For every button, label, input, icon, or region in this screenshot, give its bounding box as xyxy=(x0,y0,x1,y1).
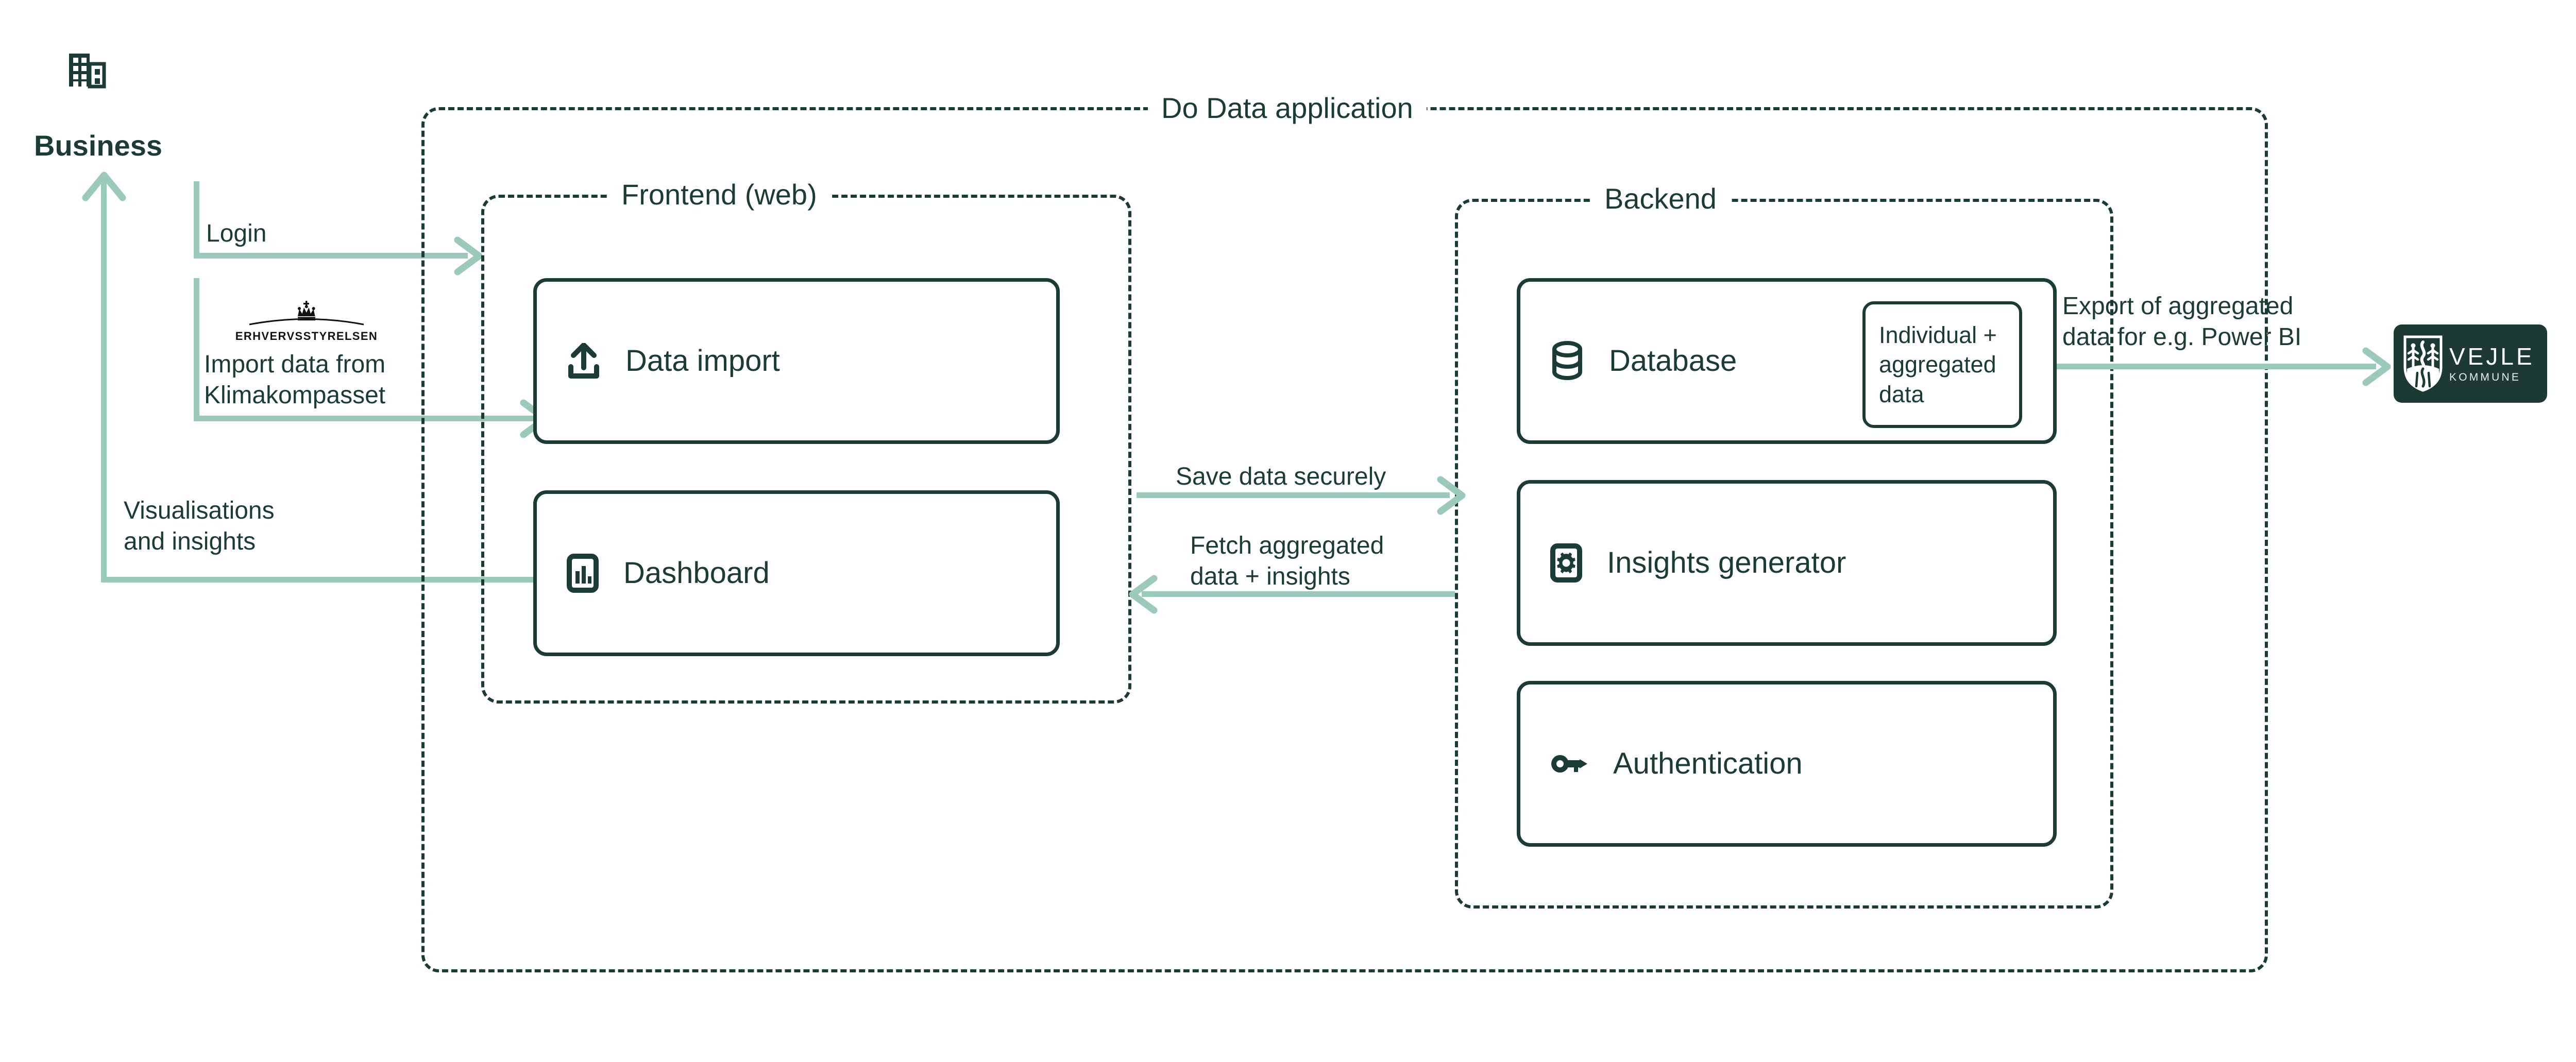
kommune-wordmark: KOMMUNE xyxy=(2449,371,2521,383)
component-label-database: Database xyxy=(1609,344,1737,378)
edge-label-login: Login xyxy=(206,220,267,247)
edge-import-horizontal xyxy=(194,416,534,421)
key-icon xyxy=(1550,752,1588,776)
edge-fetch-line xyxy=(1142,591,1455,597)
edge-login-arrowhead xyxy=(452,236,485,276)
component-label-authentication: Authentication xyxy=(1613,747,1803,781)
edge-label-export: Export of aggregated data for e.g. Power… xyxy=(2062,293,2302,351)
database-icon xyxy=(1550,341,1584,381)
component-data-import[interactable]: Data import xyxy=(533,278,1060,444)
backend-group-title: Backend xyxy=(1591,184,1730,213)
component-label-insights-generator: Insights generator xyxy=(1607,546,1846,580)
edge-export-arrowhead xyxy=(2361,347,2394,386)
vejle-wordmark: VEJLE xyxy=(2449,343,2535,370)
edge-visualisations-horizontal xyxy=(101,577,542,583)
edge-login-vertical xyxy=(194,181,199,259)
frontend-group-title: Frontend (web) xyxy=(608,180,831,209)
component-label-data-import: Data import xyxy=(625,344,780,378)
danish-crown-icon xyxy=(249,301,364,326)
edge-visualisations-vertical xyxy=(101,180,107,580)
component-dashboard[interactable]: Dashboard xyxy=(533,490,1060,656)
bar-chart-icon xyxy=(567,554,599,593)
database-badge-label: Individual + aggregated data xyxy=(1879,321,1997,407)
do-data-application-title: Do Data application xyxy=(1148,94,1427,123)
office-building-icon xyxy=(67,50,106,92)
edge-fetch-arrowhead xyxy=(1126,575,1159,614)
database-badge: Individual + aggregated data xyxy=(1862,301,2022,428)
erhvervsstyrelsen-wordmark: ERHVERVSSTYRELSEN xyxy=(235,330,378,342)
edge-visualisations-arrowhead xyxy=(82,171,126,204)
edge-label-import: Import data from Klimakompasset xyxy=(204,351,386,409)
backend-group-frame xyxy=(1455,199,2113,909)
component-database[interactable]: Database Individual + aggregated data xyxy=(1517,278,2057,444)
edge-label-fetch: Fetch aggregated data + insights xyxy=(1190,532,1384,591)
edge-label-visualisations: Visualisations and insights xyxy=(124,497,275,556)
edge-login-horizontal xyxy=(194,253,468,259)
edge-save-arrowhead xyxy=(1435,476,1468,515)
component-label-dashboard: Dashboard xyxy=(623,556,770,590)
klimakompasset-logo: ERHVERVSSTYRELSEN xyxy=(235,301,377,343)
edge-export-line xyxy=(2057,364,2376,369)
component-authentication[interactable]: Authentication xyxy=(1517,681,2057,847)
gear-icon xyxy=(1550,543,1582,583)
component-insights-generator[interactable]: Insights generator xyxy=(1517,480,2057,646)
edge-import-vertical xyxy=(194,278,199,421)
edge-label-save: Save data securely xyxy=(1176,463,1386,490)
upload-icon xyxy=(567,343,601,379)
edge-save-line xyxy=(1137,492,1450,498)
actor-label-business: Business xyxy=(34,129,162,162)
vejle-kommune-logo: VEJLE KOMMUNE xyxy=(2394,324,2547,403)
vejle-coat-of-arms-icon xyxy=(2403,335,2443,392)
